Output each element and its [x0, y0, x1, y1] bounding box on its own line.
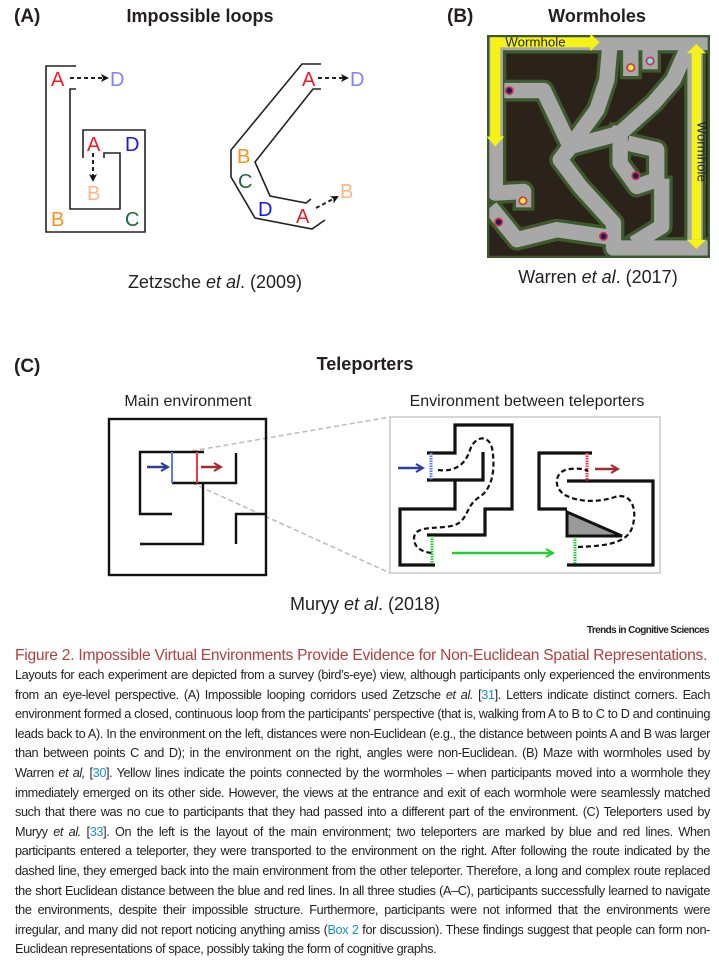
- panel-c-title: Teleporters: [317, 354, 414, 374]
- wormhole-arrow-left: [487, 35, 600, 147]
- zoom-guide-lines: [191, 416, 391, 574]
- caption-italic: et al.: [53, 824, 81, 839]
- reference-link-33[interactable]: 33: [89, 824, 104, 839]
- corner-letter: D: [110, 69, 124, 91]
- between-environment-map: [389, 416, 661, 574]
- panel-c: (C) Teleporters Main environment Environ…: [14, 354, 661, 614]
- loop-angle-diagram: [230, 63, 349, 230]
- caption-text: Layouts for each experiment are depicted…: [15, 668, 710, 702]
- caption-text: for discussion). These findings suggest …: [15, 922, 711, 957]
- caption-body: Layouts for each experiment are depicted…: [15, 666, 710, 960]
- corner-letter: B: [340, 181, 353, 203]
- box-2-link[interactable]: Box 2: [327, 922, 359, 937]
- between-environment-label: Environment between teleporters: [410, 393, 645, 410]
- corner-letter: B: [51, 209, 64, 231]
- maze-markers: [494, 56, 655, 241]
- corner-letter: B: [87, 183, 100, 205]
- panel-b-label: (B): [447, 6, 473, 27]
- corner-letter: A: [302, 69, 316, 91]
- wormhole-maze: Wormhole Wormhole: [487, 35, 710, 258]
- panel-a-label: (A): [14, 6, 40, 27]
- caption-italic: et al.: [445, 687, 474, 702]
- panel-a-citation: Zetzsche et al. (2009): [128, 272, 302, 292]
- wormhole-label-right: Wormhole: [694, 122, 709, 182]
- caption-text: [: [84, 765, 94, 780]
- corner-letter: D: [258, 199, 272, 221]
- panel-b-title: Wormholes: [548, 6, 646, 26]
- figure-2: (A) Impossible loops A D A D B B C A D B: [14, 6, 710, 614]
- dashed-arrow: [315, 196, 339, 209]
- caption-italic: et al,: [58, 765, 85, 780]
- corner-letter: A: [87, 134, 101, 156]
- loop-distance-diagram: [45, 65, 146, 233]
- reference-link-30[interactable]: 30: [92, 765, 107, 780]
- panel-b: (B) Wormholes: [447, 6, 710, 287]
- caption-text: [: [473, 687, 482, 702]
- panel-c-citation: Muryy et al. (2018): [290, 594, 440, 614]
- panel-a: (A) Impossible loops A D A D B B C A D B: [14, 6, 364, 292]
- corner-letter: A: [296, 206, 310, 228]
- panel-c-label: (C): [14, 356, 40, 377]
- panel-a-title: Impossible loops: [126, 6, 273, 26]
- corner-letter: D: [350, 69, 364, 91]
- wormhole-label-top: Wormhole: [505, 35, 565, 50]
- caption-text: ]. Letters indicate distinct corners. Ea…: [15, 687, 710, 780]
- caption-text: ]. On the left is the layout of the main…: [15, 824, 710, 937]
- caption-title: Figure 2. Impossible Virtual Environment…: [15, 647, 708, 664]
- caption-text: [: [80, 824, 91, 839]
- corner-letter: A: [51, 69, 65, 91]
- dashed-route: [555, 467, 636, 549]
- corner-letter: B: [237, 146, 250, 168]
- dashed-route: [412, 437, 495, 555]
- reference-link-31[interactable]: 31: [481, 687, 495, 702]
- corner-letter: C: [238, 171, 252, 193]
- loop-angle-letters: A D B C D A B: [237, 69, 364, 228]
- journal-name: Trends in Cognitive Sciences: [586, 625, 710, 636]
- corner-letter: C: [125, 209, 139, 231]
- caption-text: ]. Yellow lines indicate the points conn…: [15, 765, 710, 839]
- panel-b-citation: Warren et al. (2017): [518, 267, 677, 287]
- loop-distance-letters: A D A D B B C: [51, 69, 139, 231]
- wormhole-arrow-right: [686, 43, 707, 250]
- main-environment-map: [107, 417, 268, 577]
- main-environment-label: Main environment: [124, 393, 252, 410]
- corner-letter: D: [125, 134, 139, 156]
